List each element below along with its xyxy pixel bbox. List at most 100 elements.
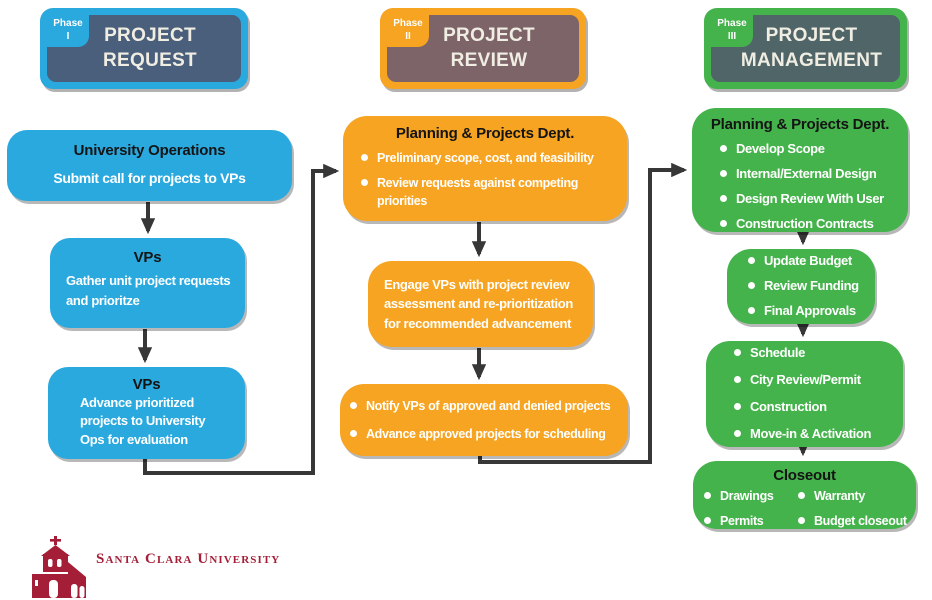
bullet-dot bbox=[720, 169, 727, 177]
phase3-box-budget: Update Budget Review Funding Final Appro… bbox=[727, 249, 875, 324]
bullet-label: Final Approvals bbox=[764, 302, 856, 318]
bullet-item: Update Budget bbox=[748, 252, 875, 271]
phase1-header-title: PROJECT REQUEST bbox=[103, 24, 197, 71]
bullet-dot bbox=[704, 492, 711, 499]
phase3-header: PROJECT MANAGEMENT Phase III bbox=[704, 8, 907, 89]
bullet-label: Construction bbox=[750, 399, 827, 414]
phase1-tab: Phase I bbox=[47, 15, 89, 47]
phase3-header-title: PROJECT MANAGEMENT bbox=[740, 24, 883, 71]
bullet-label: Move-in & Activation bbox=[750, 425, 872, 441]
bullet-item: Move-in & Activation bbox=[734, 425, 903, 444]
bullet-label: Drawings bbox=[720, 489, 774, 503]
bullet-label: Review requests against competing priori… bbox=[377, 176, 579, 209]
phase2-tab-label: Phase bbox=[393, 18, 423, 29]
bullet-label: Notify VPs of approved and denied projec… bbox=[366, 399, 611, 414]
bullet-dot bbox=[748, 306, 755, 314]
bullet-dot bbox=[361, 179, 368, 187]
phase3-tab: Phase III bbox=[711, 15, 753, 47]
bullet-item: Develop Scope bbox=[720, 140, 904, 159]
box-title: Planning & Projects Dept. bbox=[710, 116, 890, 133]
bullet-item: Construction Contracts bbox=[720, 215, 904, 234]
scu-church-icon bbox=[32, 536, 86, 598]
bullet-dot bbox=[734, 403, 741, 410]
box-title: Closeout bbox=[773, 467, 836, 484]
bullet-label: Update Budget bbox=[764, 253, 852, 269]
phase2-tab: Phase II bbox=[387, 15, 429, 47]
bullet-label: Advance approved projects for scheduling bbox=[366, 426, 606, 441]
phase2-header-title: PROJECT REVIEW bbox=[443, 24, 535, 71]
bullet-dot bbox=[734, 429, 741, 437]
phase1-tab-label: Phase bbox=[53, 18, 83, 29]
bullet-label: City Review/Permit bbox=[750, 372, 861, 388]
phase3-box-planning-dept: Planning & Projects Dept. Develop Scope … bbox=[692, 108, 908, 232]
bullet-dot bbox=[720, 145, 727, 152]
bullet-dot bbox=[361, 154, 368, 161]
bullet-item: Drawings bbox=[704, 487, 798, 505]
phase3-tab-label: Phase bbox=[717, 18, 747, 29]
phase2-box-engage-vps: Engage VPs with project review assessmen… bbox=[368, 261, 593, 347]
scu-wordmark: Santa Clara University bbox=[96, 551, 281, 567]
bullet-item: Internal/External Design bbox=[720, 165, 904, 184]
box-body: Gather unit project requests and priorit… bbox=[66, 273, 231, 308]
bullet-label: Internal/External Design bbox=[736, 165, 877, 181]
bullet-item: Schedule bbox=[734, 344, 903, 363]
box-title: VPs bbox=[132, 376, 161, 393]
connector-phase1-to-phase2 bbox=[143, 163, 340, 475]
bullet-dot bbox=[748, 257, 755, 265]
bullet-label: Review Funding bbox=[764, 278, 859, 294]
bullet-label: Construction Contracts bbox=[736, 215, 874, 231]
closeout-right-column: Warranty Budget closeout bbox=[798, 487, 907, 530]
box-body: Advance prioritized projects to Universi… bbox=[80, 395, 206, 447]
bullet-item: Advance approved projects for scheduling bbox=[350, 425, 628, 443]
closeout-left-column: Drawings Permits bbox=[704, 487, 798, 530]
phase2-box-notify-vps: Notify VPs of approved and denied projec… bbox=[340, 384, 628, 456]
bullet-dot bbox=[798, 492, 805, 499]
box-title: VPs bbox=[133, 249, 162, 266]
bullet-dot bbox=[704, 517, 711, 525]
bullet-dot bbox=[734, 376, 741, 384]
phase1-box-vps-gather: VPs Gather unit project requests and pri… bbox=[50, 238, 245, 328]
bullet-label: Schedule bbox=[750, 345, 805, 361]
bullet-item: Notify VPs of approved and denied projec… bbox=[350, 397, 628, 415]
closeout-columns: Drawings Permits Warranty Budget closeou… bbox=[693, 487, 916, 530]
bullet-item: Warranty bbox=[798, 487, 907, 505]
phase1-box-vps-advance: VPs Advance prioritized projects to Univ… bbox=[48, 367, 245, 459]
connector-phase2-to-phase3 bbox=[478, 162, 688, 464]
phase1-header: PROJECT REQUEST Phase I bbox=[40, 8, 248, 89]
phase1-box-university-operations: University Operations Submit call for pr… bbox=[7, 130, 292, 201]
bullet-dot bbox=[720, 219, 727, 227]
phase3-box-schedule: Schedule City Review/Permit Construction… bbox=[706, 341, 903, 447]
phase1-header-panel: PROJECT REQUEST bbox=[47, 15, 241, 82]
bullet-dot bbox=[798, 517, 805, 525]
bullet-item: Construction bbox=[734, 398, 903, 417]
phase3-tab-numeral: III bbox=[727, 30, 737, 42]
bullet-item: Permits bbox=[704, 512, 798, 530]
bullet-item: Review requests against competing priori… bbox=[361, 174, 621, 210]
phase2-tab-numeral: II bbox=[405, 30, 411, 42]
box-title: Planning & Projects Dept. bbox=[395, 125, 575, 142]
bullet-label: Develop Scope bbox=[736, 141, 825, 156]
phase1-tab-numeral: I bbox=[66, 30, 70, 42]
bullet-dot bbox=[748, 282, 755, 290]
bullet-item: Budget closeout bbox=[798, 512, 907, 530]
bullet-item: Review Funding bbox=[748, 277, 875, 296]
bullet-dot bbox=[720, 194, 727, 202]
bullet-item: Final Approvals bbox=[748, 302, 875, 321]
bullet-list: Develop Scope Internal/External Design D… bbox=[692, 133, 908, 233]
bullet-item: Preliminary scope, cost, and feasibility bbox=[361, 149, 621, 167]
bullet-label: Design Review With User bbox=[736, 190, 884, 206]
box-body: Submit call for projects to VPs bbox=[53, 170, 246, 186]
bullet-label: Budget closeout bbox=[814, 514, 907, 529]
bullet-dot bbox=[350, 402, 357, 410]
bullet-label: Permits bbox=[720, 514, 764, 529]
bullet-list: Preliminary scope, cost, and feasibility… bbox=[343, 142, 627, 210]
bullet-dot bbox=[734, 349, 741, 357]
box-body: Engage VPs with project review assessmen… bbox=[384, 276, 573, 331]
bullet-item: Design Review With User bbox=[720, 190, 904, 209]
phase3-box-closeout: Closeout Drawings Permits Warranty bbox=[693, 461, 916, 529]
phase2-header: PROJECT REVIEW Phase II bbox=[380, 8, 586, 89]
phase2-box-planning-dept: Planning & Projects Dept. Preliminary sc… bbox=[343, 116, 627, 221]
bullet-item: City Review/Permit bbox=[734, 371, 903, 390]
